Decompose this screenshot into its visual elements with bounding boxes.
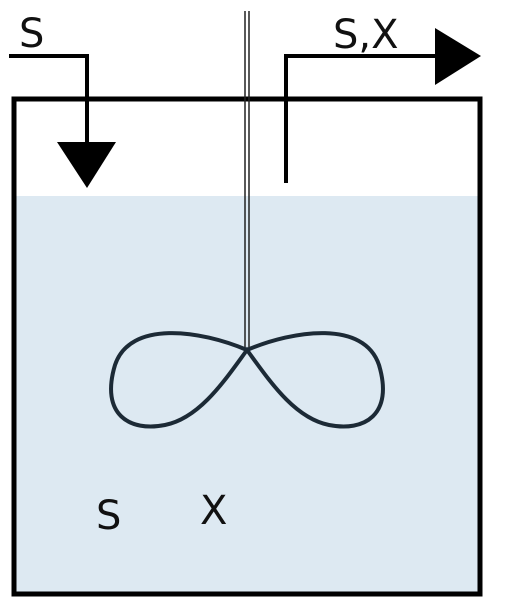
biomass-label: X [200, 488, 227, 534]
inlet-line [9, 54, 89, 148]
impeller-icon [109, 331, 385, 429]
arrow-right-icon [435, 28, 481, 85]
substrate-label: S [96, 493, 121, 539]
outlet-line [284, 54, 440, 183]
arrow-down-icon [57, 142, 116, 188]
stirrer-shaft [244, 11, 250, 350]
inlet-label: S [19, 11, 44, 57]
outlet-label: S,X [333, 12, 399, 58]
vessel-wall [11, 96, 483, 597]
liquid-volume [14, 196, 480, 592]
